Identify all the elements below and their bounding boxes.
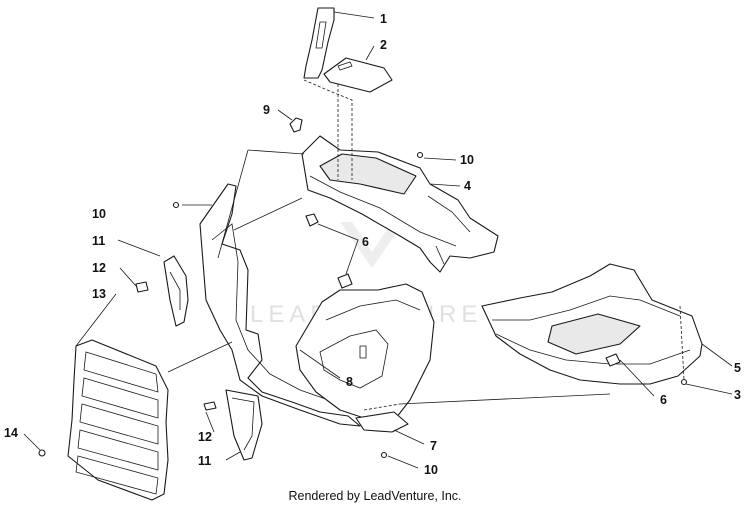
part-10-screw-bottom[interactable] [380,451,388,459]
callout-8: 8 [346,375,353,389]
callout-13: 13 [92,287,106,301]
part-6-clip-center[interactable] [337,273,353,289]
callout-1: 1 [380,12,387,26]
callout-9: 9 [263,103,270,117]
callout-11-lower: 11 [198,454,211,468]
part-11-bracket-upper[interactable] [163,255,189,327]
callout-labels: 1 2 9 10 4 10 11 6 12 13 5 3 8 6 14 12 7… [4,12,741,477]
callout-6-upper: 6 [362,235,369,249]
part-11-bracket-lower[interactable] [225,389,263,461]
callout-2: 2 [380,38,387,52]
callout-6-right: 6 [660,393,667,407]
callout-12-lower: 12 [198,430,212,444]
part-7-tab[interactable] [355,411,409,433]
part-5-skid-plate[interactable] [481,263,703,385]
part-6-clip-right[interactable] [605,353,621,367]
callout-3: 3 [734,388,741,402]
part-12-bolt-lower[interactable] [203,401,217,411]
watermark-logo [340,222,404,268]
callout-7: 7 [430,439,437,453]
callout-11-upper: 11 [92,234,105,248]
part-4-upper-panel[interactable] [301,135,499,273]
part-13-grille[interactable] [67,339,169,501]
part-12-bolt-upper[interactable] [135,281,149,293]
leader-lines [23,11,733,469]
callout-12-upper: 12 [92,261,106,275]
callout-10-left: 10 [92,207,106,221]
callout-14: 14 [4,426,18,440]
part-10-screw-left[interactable] [172,201,180,209]
callout-10-top: 10 [460,153,474,167]
footer-credit: Rendered by LeadVenture, Inc. [288,489,462,503]
part-1-strap[interactable] [303,7,335,79]
callout-4: 4 [464,179,471,193]
callout-10-bottom: 10 [424,463,438,477]
part-2-pad[interactable] [323,57,393,93]
part-14-bolt[interactable] [38,449,46,457]
part-3-screw[interactable] [680,378,688,386]
grille-mesh [75,351,159,495]
part-9-clip[interactable] [289,117,303,133]
part-10-screw-top[interactable] [416,151,424,159]
callout-5: 5 [734,361,741,375]
part-6-clip-upper[interactable] [305,213,319,227]
front-fascia-right[interactable] [295,283,435,421]
